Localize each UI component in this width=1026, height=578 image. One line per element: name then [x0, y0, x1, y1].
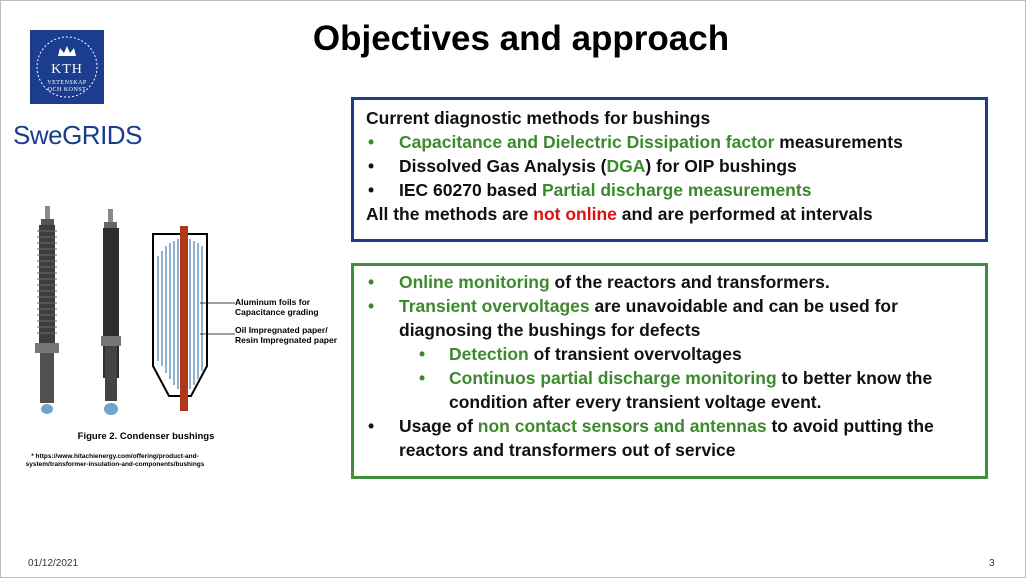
kth-logo: KTH VETENSKAP OCH KONST	[30, 30, 104, 104]
kth-subtitle-1: VETENSKAP	[47, 80, 87, 86]
highlight-text: Partial discharge measurements	[542, 180, 812, 200]
kth-subtitle-2: OCH KONST	[47, 87, 87, 93]
body-text: Usage of	[399, 416, 478, 436]
highlight-text: DGA	[606, 156, 646, 176]
list-item: • Capacitance and Dielectric Dissipation…	[366, 130, 985, 154]
body-text: to better know the condition after every…	[449, 368, 933, 412]
figure-caption: Figure 2. Condenser bushings	[77, 431, 215, 442]
bullet-icon: •	[419, 344, 426, 364]
list-item: • Online monitoring of the reactors and …	[366, 270, 985, 294]
box-heading: Current diagnostic methods for bushings	[366, 108, 711, 128]
bullet-icon: •	[368, 156, 375, 176]
box-footer-text: All the methods are not online and are p…	[366, 202, 985, 226]
label-impregnated-paper: Oil Impregnated paper/ Resin Impregnated…	[235, 325, 338, 345]
body-text: Dissolved Gas Analysis (	[399, 156, 607, 176]
highlight-text: Detection	[449, 344, 529, 364]
approach-box: • Online monitoring of the reactors and …	[351, 263, 988, 479]
highlight-text: Capacitance and Dielectric Dissipation f…	[399, 132, 775, 152]
bushing-cross-section	[152, 226, 235, 411]
crown-icon	[36, 36, 98, 98]
slide-title: Objectives and approach	[312, 19, 730, 58]
alert-text: not online	[533, 204, 617, 224]
bullet-icon: •	[368, 296, 375, 316]
list-item: • Usage of non contact sensors and anten…	[366, 414, 985, 462]
body-text: are unavoidable and can be used for diag…	[399, 296, 898, 340]
sub-list-item: • Detection of transient overvoltages	[366, 342, 985, 366]
highlight-text: non contact sensors and antennas	[477, 416, 767, 436]
bullet-icon: •	[419, 368, 426, 388]
bullet-icon: •	[368, 132, 375, 152]
highlight-text: Online monitoring	[399, 272, 550, 292]
bushing-photo-2	[101, 209, 121, 415]
list-item: • Dissolved Gas Analysis (DGA) for OIP b…	[366, 154, 985, 178]
body-text: of transient overvoltages	[528, 344, 742, 364]
slide-date: 01/12/2021	[28, 558, 79, 569]
body-text: and are performed at intervals	[616, 204, 873, 224]
body-text: IEC 60270 based	[399, 180, 542, 200]
body-text: to avoid putting the reactors and transf…	[399, 416, 934, 460]
highlight-text: Transient overvoltages	[399, 296, 590, 316]
list-item: • IEC 60270 based Partial discharge meas…	[366, 178, 985, 202]
body-text: measurements	[774, 132, 903, 152]
body-text: ) for OIP bushings	[645, 156, 797, 176]
list-item: • Transient overvoltages are unavoidable…	[366, 294, 985, 342]
kth-name: KTH	[51, 62, 83, 77]
condenser-bushing-figure	[35, 206, 235, 415]
body-text: of the reactors and transformers.	[549, 272, 830, 292]
sub-list-item: • Continuos partial discharge monitoring…	[366, 366, 985, 414]
bullet-icon: •	[368, 416, 375, 436]
current-methods-box: Current diagnostic methods for bushings …	[351, 97, 988, 242]
label-aluminum-foils: Aluminum foils for Capacitance grading	[235, 297, 319, 317]
page-number: 3	[989, 558, 995, 569]
highlight-text: Continuos partial discharge monitoring	[449, 368, 777, 388]
bullet-icon: •	[368, 272, 375, 292]
body-text: All the methods are	[366, 204, 534, 224]
source-note: * https://www.hitachienergy.com/offering…	[25, 453, 205, 468]
bullet-icon: •	[368, 180, 375, 200]
swegrids-logo: SweGRIDS	[13, 120, 142, 150]
bushing-photo-1	[35, 206, 59, 414]
